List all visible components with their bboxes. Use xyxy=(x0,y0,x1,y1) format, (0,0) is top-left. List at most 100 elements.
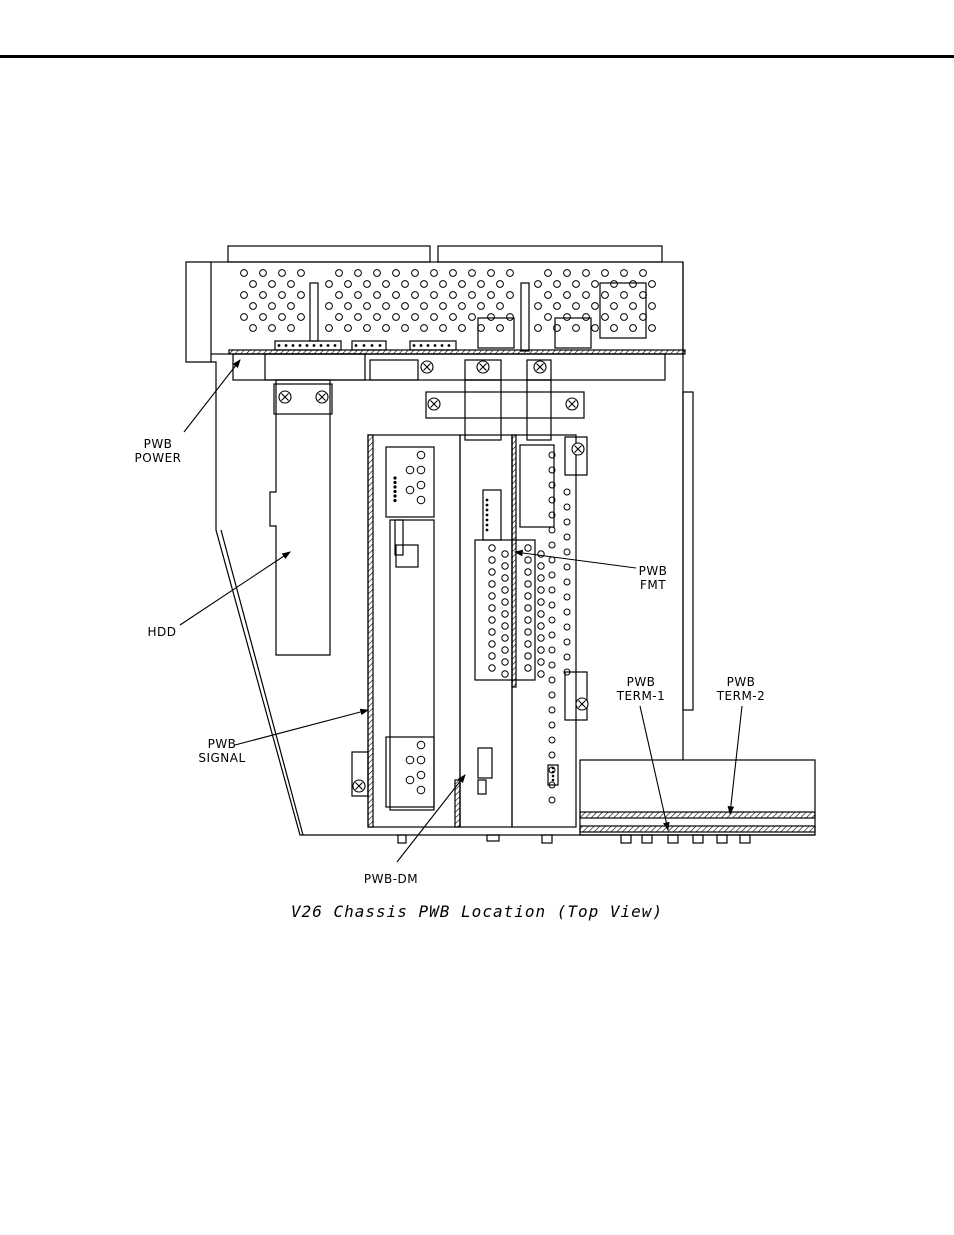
board-hole xyxy=(525,605,531,611)
board-hole xyxy=(525,653,531,659)
vent-hole xyxy=(497,325,504,332)
board-hole xyxy=(538,623,544,629)
connector-pin xyxy=(552,771,555,774)
vent-hole xyxy=(583,270,590,277)
connector-pin xyxy=(486,509,489,512)
chassis-left-flange xyxy=(186,262,211,362)
connector-pin xyxy=(486,514,489,517)
vent-hole xyxy=(621,292,628,299)
vent-hole xyxy=(440,303,447,310)
vent-hole xyxy=(640,292,647,299)
vent-hole xyxy=(583,292,590,299)
vent-hole xyxy=(345,281,352,288)
vent-hole xyxy=(355,292,362,299)
connector-pin xyxy=(486,499,489,502)
board-hole xyxy=(406,486,414,494)
vent-hole xyxy=(497,303,504,310)
leader-hdd xyxy=(180,552,290,625)
vent-hole xyxy=(279,270,286,277)
board-hole xyxy=(502,635,508,641)
vent-hole xyxy=(402,325,409,332)
vent-hole xyxy=(288,281,295,288)
board-hole xyxy=(564,594,570,600)
vent-hole xyxy=(545,292,552,299)
pwb-fmt xyxy=(512,435,576,827)
vent-hole xyxy=(564,292,571,299)
vent-hole xyxy=(583,314,590,321)
vent-hole xyxy=(440,325,447,332)
vent-hole xyxy=(250,281,257,288)
board-hole xyxy=(549,542,555,548)
vent-hole xyxy=(279,292,286,299)
vent-hole xyxy=(402,303,409,310)
board-hole xyxy=(489,593,495,599)
vent-hole xyxy=(298,314,305,321)
connector-pin xyxy=(371,344,374,347)
vent-hole xyxy=(573,281,580,288)
vent-hole xyxy=(431,314,438,321)
board-hole xyxy=(564,504,570,510)
vent-hole xyxy=(592,303,599,310)
vent-hole xyxy=(383,303,390,310)
vent-hole xyxy=(374,292,381,299)
board-hole xyxy=(489,569,495,575)
vent-hole xyxy=(640,314,647,321)
connector-pin xyxy=(306,344,309,347)
vent-hole xyxy=(450,292,457,299)
vent-hole xyxy=(535,303,542,310)
vent-hole xyxy=(421,325,428,332)
connector-pin xyxy=(393,490,396,493)
connector-pin xyxy=(486,519,489,522)
board-hole xyxy=(564,564,570,570)
board-hole xyxy=(564,579,570,585)
vent-hole xyxy=(364,303,371,310)
connector-pin xyxy=(420,344,423,347)
vent-hole xyxy=(507,292,514,299)
board-hole xyxy=(549,632,555,638)
connector-pin xyxy=(334,344,337,347)
vent-hole xyxy=(535,281,542,288)
board-hole xyxy=(549,692,555,698)
connector-pin xyxy=(355,344,358,347)
vent-hole xyxy=(469,314,476,321)
vent-hole xyxy=(260,270,267,277)
board-hole xyxy=(549,557,555,563)
board-hole xyxy=(502,551,508,557)
vent-hole xyxy=(602,292,609,299)
vent-hole xyxy=(402,281,409,288)
vent-hole xyxy=(459,303,466,310)
vent-hole xyxy=(630,325,637,332)
board-hole xyxy=(417,451,425,459)
board-hole xyxy=(564,549,570,555)
vent-hole xyxy=(336,270,343,277)
vent-hole xyxy=(592,281,599,288)
connector-pin xyxy=(393,476,396,479)
board-hole xyxy=(538,659,544,665)
board-hole xyxy=(538,575,544,581)
vent-hole xyxy=(621,314,628,321)
vent-hole xyxy=(431,292,438,299)
board-hole xyxy=(564,609,570,615)
board-hole xyxy=(549,797,555,803)
board-hole xyxy=(406,776,414,784)
connector-pin xyxy=(393,494,396,497)
pwb-signal xyxy=(368,435,460,827)
board-hole xyxy=(489,617,495,623)
vent-hole xyxy=(298,292,305,299)
board-hole xyxy=(564,639,570,645)
board-hole xyxy=(538,611,544,617)
board-hole xyxy=(489,665,495,671)
vent-hole xyxy=(450,270,457,277)
power-board xyxy=(211,262,683,354)
board-hole xyxy=(564,519,570,525)
board-hole xyxy=(489,629,495,635)
vent-hole xyxy=(288,303,295,310)
vent-hole xyxy=(640,270,647,277)
vent-hole xyxy=(326,325,333,332)
connector-pin xyxy=(299,344,302,347)
connector-pin xyxy=(434,344,437,347)
vent-hole xyxy=(611,325,618,332)
vent-hole xyxy=(421,303,428,310)
